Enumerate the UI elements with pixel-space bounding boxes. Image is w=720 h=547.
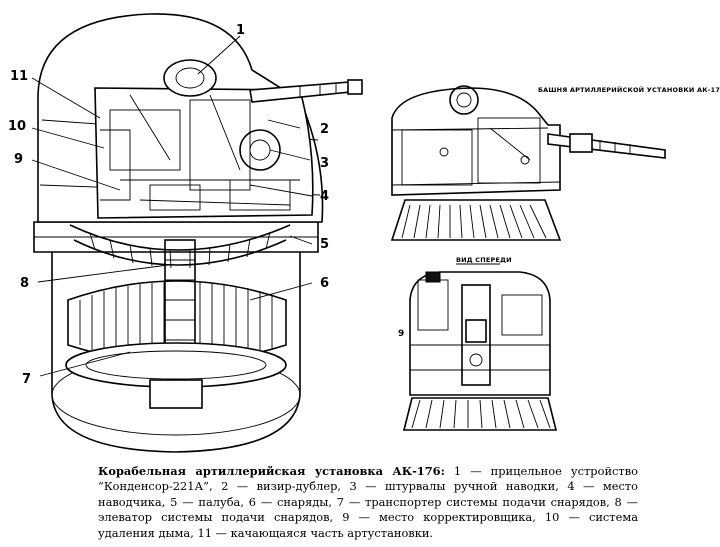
callout-5: 5 — [320, 237, 329, 252]
turret-front-view: ВИД СПЕРЕДИ 9 — [398, 256, 558, 431]
callout-leaders — [31, 35, 313, 377]
caption: Корабельная артиллерийская установка АК-… — [98, 464, 638, 541]
caption-title: Корабельная артиллерийская установка АК-… — [98, 464, 445, 478]
side-view-label: БАШНЯ АРТИЛЛЕРИЙСКОЙ УСТАНОВКИ АК-176 — [538, 85, 720, 94]
callout-2: 2 — [320, 122, 329, 137]
turret-side-view: БАШНЯ АРТИЛЛЕРИЙСКОЙ УСТАНОВКИ АК-176 — [390, 85, 720, 241]
callout-4: 4 — [320, 189, 329, 204]
callout-8: 8 — [20, 276, 29, 291]
callout-6: 6 — [320, 276, 329, 291]
callout-3: 3 — [320, 156, 329, 171]
diagram-area: 1 2 3 4 5 6 7 8 9 10 11 БАШНЯ АРТИЛЛЕРИЙ… — [8, 13, 720, 453]
front-view-label: ВИД СПЕРЕДИ — [456, 256, 512, 264]
ak176-drawing: 1 2 3 4 5 6 7 8 9 10 11 БАШНЯ АРТИЛЛЕРИЙ… — [8, 13, 720, 453]
callout-10: 10 — [8, 119, 26, 134]
callout-7: 7 — [22, 372, 31, 387]
caption-text: 1 — прицельное устройство “Конденсор-221… — [98, 464, 638, 540]
cutaway-turret — [33, 13, 363, 453]
callout-9: 9 — [14, 152, 23, 167]
front-view-callout-9: 9 — [398, 329, 404, 339]
callout-11: 11 — [10, 69, 28, 84]
callout-1: 1 — [236, 23, 245, 38]
